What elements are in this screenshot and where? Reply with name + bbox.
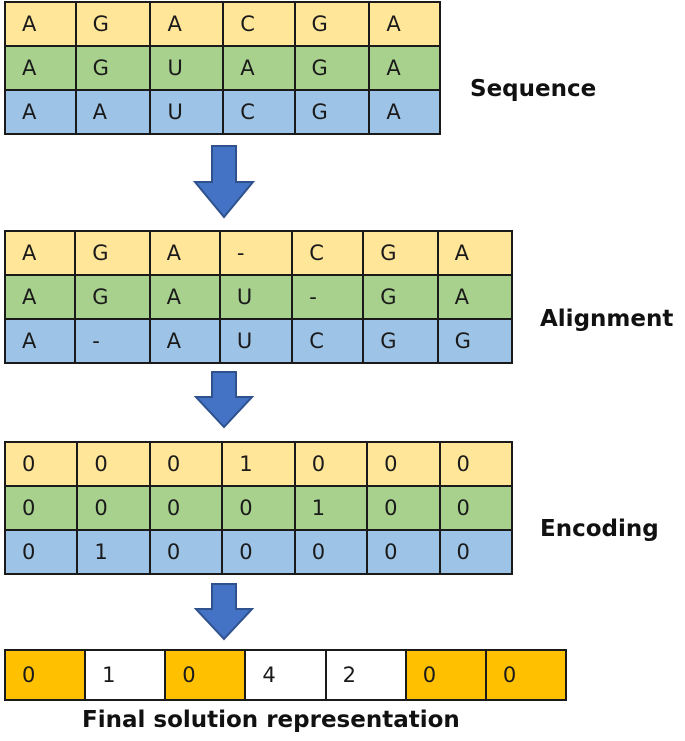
alignment-grid: A G A - C G A A G A U - G A A - A U C G … [3,230,514,364]
sequence-cell: A [222,45,296,91]
alignment-cell: A [3,318,77,364]
down-arrow-icon [194,371,254,429]
sequence-cell: G [293,89,371,135]
encoding-cell: 0 [76,485,151,531]
alignment-row-3: A - A U C G G [3,318,514,364]
encoding-cell: 0 [3,441,79,487]
sequence-cell: G [74,1,152,47]
encoding-cell: 1 [293,485,369,531]
sequence-cell: A [149,1,225,47]
alignment-row-1: A G A - C G A [3,230,514,276]
alignment-cell: A [148,274,221,320]
encoding-cell: 0 [148,529,224,575]
alignment-cell: G [362,318,439,364]
encoding-label: Encoding [540,516,659,542]
sequence-cell: A [368,89,441,135]
sequence-grid: A G A C G A A G U A G A A A U C G A [4,1,441,135]
final-solution-grid: 0 1 0 4 2 0 0 [3,649,568,701]
encoding-cell: 0 [3,485,79,531]
encoding-cell: 0 [221,529,296,575]
encoding-row-3: 0 1 0 0 0 0 0 [3,529,514,575]
alignment-cell: A [436,230,514,276]
encoding-cell: 0 [366,485,441,531]
alignment-cell: C [291,318,365,364]
final-solution-row: 0 1 0 4 2 0 0 [3,649,568,701]
alignment-label: Alignment [540,306,674,332]
alignment-cell: A [3,230,77,276]
encoding-row-2: 0 0 0 0 1 0 0 [3,485,514,531]
alignment-cell: G [436,318,514,364]
final-cell: 0 [404,649,487,701]
sequence-cell: A [4,45,77,91]
encoding-cell: 0 [366,441,441,487]
sequence-cell: A [4,1,77,47]
alignment-cell: G [362,230,439,276]
sequence-cell: U [149,89,225,135]
final-cell: 0 [484,649,568,701]
final-solution-label: Final solution representation [82,707,460,733]
alignment-cell: A [436,274,514,320]
encoding-cell: 1 [221,441,296,487]
final-cell: 2 [324,649,407,701]
encoding-cell: 0 [76,441,151,487]
encoding-cell: 0 [438,485,514,531]
alignment-cell: G [74,230,151,276]
encoding-cell: 0 [148,485,224,531]
sequence-cell: A [368,45,441,91]
alignment-cell: A [148,318,221,364]
alignment-cell: A [3,274,77,320]
alignment-cell: - [218,230,294,276]
alignment-cell: - [74,318,151,364]
alignment-cell: U [218,318,294,364]
encoding-cell: 0 [3,529,79,575]
encoding-cell: 0 [438,441,514,487]
encoding-cell: 0 [148,441,224,487]
alignment-cell: C [291,230,365,276]
alignment-cell: G [74,274,151,320]
sequence-cell: A [368,1,441,47]
encoding-cell: 0 [221,485,296,531]
final-cell: 1 [84,649,167,701]
encoding-grid: 0 0 0 1 0 0 0 0 0 0 0 1 0 0 0 1 0 0 0 0 … [3,441,514,575]
sequence-cell: G [293,45,371,91]
encoding-cell: 0 [293,441,369,487]
encoding-cell: 0 [438,529,514,575]
alignment-cell: G [362,274,439,320]
encoding-cell: 1 [76,529,151,575]
final-cell: 0 [3,649,87,701]
sequence-row-3: A A U C G A [4,89,441,135]
down-arrow-icon [194,583,254,641]
final-cell: 4 [244,649,327,701]
down-arrow-icon [193,145,255,219]
sequence-cell: A [4,89,77,135]
sequence-cell: A [74,89,152,135]
sequence-row-2: A G U A G A [4,45,441,91]
encoding-cell: 0 [293,529,369,575]
sequence-cell: G [293,1,371,47]
encoding-cell: 0 [366,529,441,575]
sequence-cell: G [74,45,152,91]
sequence-row-1: A G A C G A [4,1,441,47]
alignment-cell: A [148,230,221,276]
encoding-row-1: 0 0 0 1 0 0 0 [3,441,514,487]
sequence-cell: U [149,45,225,91]
alignment-row-2: A G A U - G A [3,274,514,320]
alignment-cell: - [291,274,365,320]
sequence-cell: C [222,1,296,47]
sequence-label: Sequence [470,76,597,102]
final-cell: 0 [164,649,247,701]
alignment-cell: U [218,274,294,320]
sequence-cell: C [222,89,296,135]
